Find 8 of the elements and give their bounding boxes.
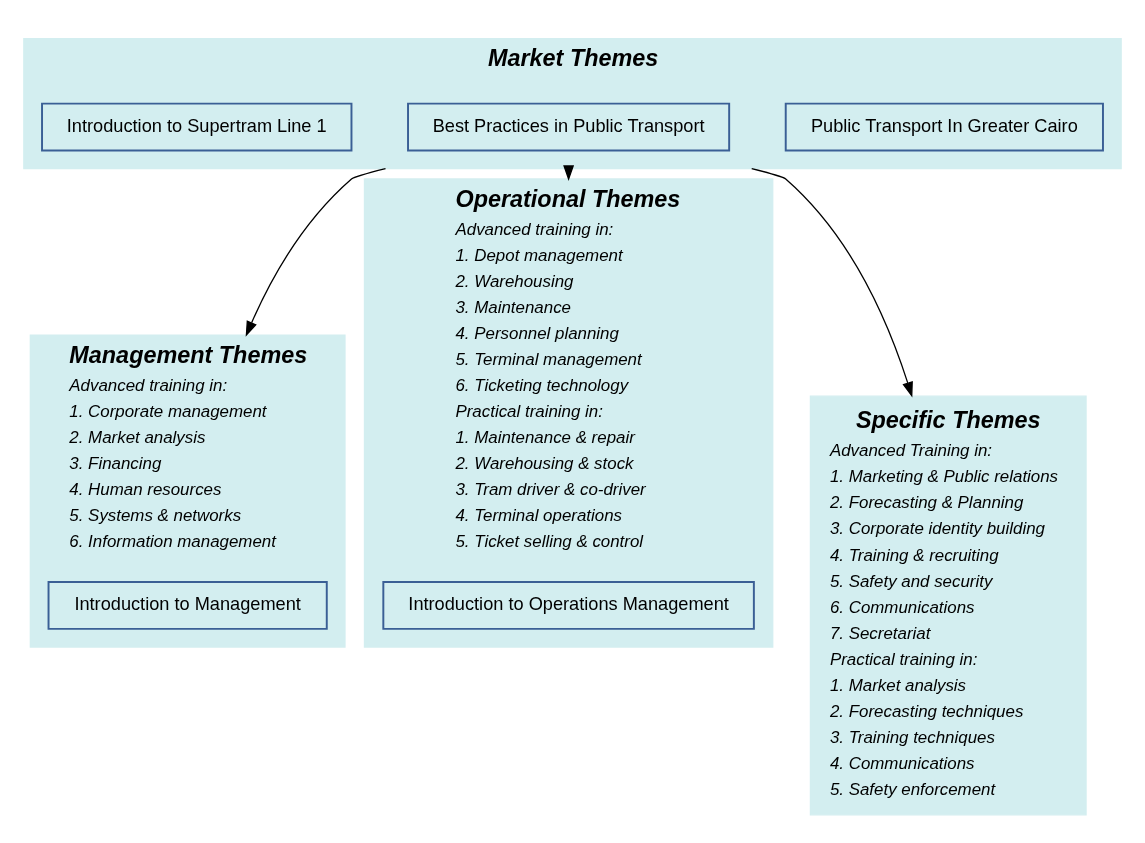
node-box: Public Transport In Greater Cairo: [784, 102, 1104, 152]
node-box: Introduction to Management: [47, 581, 328, 630]
node-box: Introduction to Operations Management: [382, 581, 755, 630]
arrow: [245, 167, 387, 337]
node-box: Specific Themes Advanced Training in: 1. Marketing & Public relations 2. Forecasting & Planning 3. Corporate identity building 4. Training & recruiting 5. Safety and security 6. Communications 7. Secretariat Practical training in: 1. Market analysis 2. Forecasting techniques 3. Training techniques 4. Communications 5. Safety enforcement: [809, 395, 1087, 816]
node-box: Best Practices in Public Transport: [407, 102, 731, 152]
node-box: Introduction to Supertram Line 1: [41, 102, 353, 152]
arrow: [751, 167, 913, 398]
